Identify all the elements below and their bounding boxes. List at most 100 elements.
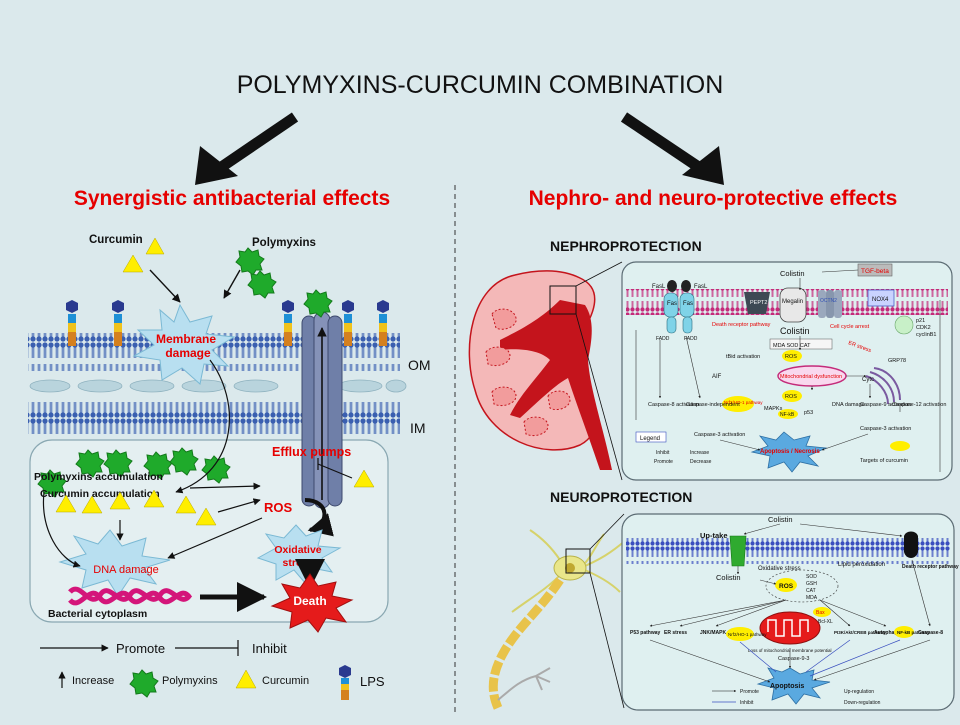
megalin-label: Megalin	[782, 299, 803, 305]
neuro-inhibit-lines	[739, 639, 901, 677]
neuro-bax-badge	[813, 607, 831, 617]
neuro-er-label: ER stress	[664, 630, 687, 636]
right-heading: Nephro- and neuro-protective effects	[529, 187, 898, 210]
nrf2-badge	[722, 396, 754, 412]
ros1-label: ROS	[785, 354, 797, 360]
tgf-label: TGF-beta	[861, 268, 889, 275]
curcumin-inhibits-efflux	[317, 458, 353, 479]
aif-label: AIF	[712, 374, 722, 380]
neuro-colistin-top: Colistin	[768, 515, 793, 524]
cyclin-label: cyclinB1	[916, 332, 936, 338]
colistin-mid-label: Colistin	[780, 326, 810, 336]
left-panel: OM IM Membrane damage Curcumin Polymyxin…	[28, 234, 431, 700]
left-big-arrow	[195, 112, 299, 185]
legend-polymyxins-label: Polymyxins	[162, 675, 218, 687]
neuro-oxidative-label: Oxidative stress	[758, 566, 801, 572]
oct-label: OCTN2	[820, 298, 837, 304]
curcumin-triangle	[122, 254, 144, 273]
neuro-inhibit-label: Inhibit	[740, 700, 754, 706]
p21-label: p21	[916, 318, 925, 324]
damage-to-accumulation-arrow	[175, 359, 230, 494]
legend-increase-label: Increase	[72, 675, 114, 687]
nephro-increase-label: Increase	[690, 450, 709, 456]
neuro-sod-label: SOD	[806, 574, 817, 580]
curcumin-top-label: Curcumin	[89, 234, 143, 246]
neuro-down-label: Down-regulation	[844, 700, 881, 706]
apoptosis-nephro-label: Apoptosis / Necrosis	[760, 449, 820, 455]
neuro-mitochondria	[759, 611, 821, 645]
fas-receptors	[663, 280, 695, 334]
neuron-illustration	[488, 513, 627, 710]
caspase8-label: Caspase-8 activation	[648, 402, 699, 408]
dna-damage-label: DNA damage	[93, 564, 158, 576]
neuro-jnk-label: JNK/MAPK pathway	[700, 630, 748, 636]
main-title: POLYMYXINS-CURCUMIN COMBINATION	[237, 71, 724, 99]
lps-molecules	[66, 300, 389, 346]
nephro-inhibit-label: Inhibit	[656, 450, 670, 456]
death-receptor-label: Death receptor pathway	[712, 322, 771, 328]
nfkb-label: NF-kB	[780, 412, 795, 418]
polymyxins-to-damage-arrow	[223, 269, 241, 299]
cell-cycle-circle	[894, 315, 914, 335]
colistin-top-label: Colistin	[780, 269, 805, 278]
nox4-label: NOX4	[872, 297, 889, 303]
cytc-label: Cytc	[862, 377, 874, 383]
im-label: IM	[410, 420, 426, 436]
mito-label: Mitochondrial dysfunction	[780, 374, 842, 380]
fas-label-2: Fas	[683, 301, 693, 307]
curcumin-to-damage-arrow	[149, 269, 181, 303]
curcumin-target-badge	[890, 441, 910, 451]
caspase9-label: Caspase-9 activation	[860, 402, 911, 408]
grp78-label: GRP78	[888, 358, 906, 364]
cdk2-label: CDK2	[916, 325, 931, 331]
apoptosis-burst	[750, 431, 828, 473]
neuro-lipid-label: Lipid peroxidation	[838, 562, 885, 568]
neuro-section: NEUROPROTECTION Colistin Up-take Death r…	[488, 489, 959, 711]
neuro-membrane	[626, 538, 950, 564]
legend-inhibit-label: Inhibit	[252, 641, 287, 656]
oxidative-stress-label-1: Oxidative	[274, 544, 321, 556]
om-label: OM	[408, 357, 431, 373]
tbid-label: tBid activation	[726, 354, 760, 360]
bacterial-cytoplasm-label: Bacterial cytoplasm	[48, 608, 147, 620]
inner-membrane	[28, 400, 400, 438]
polymyxins-top-label: Polymyxins	[252, 237, 316, 249]
pept2-label: PEPT2	[750, 300, 767, 306]
fadd-label-1: FADD	[656, 336, 670, 342]
death-receptor-icon	[904, 531, 918, 558]
megalin-transporter	[779, 287, 807, 323]
targets-label: Targets of curcumin	[860, 458, 908, 464]
neuro-gsh-label: GSH	[806, 581, 817, 587]
legend-promote-label: Promote	[116, 641, 165, 656]
curcumin-accumulation-label: Curcumin accumulation	[40, 488, 160, 500]
neuro-promote-label: Promote	[740, 689, 759, 695]
nephro-section: NEPHROPROTECTION FasL FasL Fas	[468, 238, 953, 481]
neuro-nrf2-badge	[726, 627, 754, 641]
fas-label-1: Fas	[667, 301, 677, 307]
mda-sod-cat-label: MDA SOD CAT	[773, 343, 811, 349]
membrane-damage-label-1: Membrane	[156, 332, 216, 346]
death-burst	[270, 573, 354, 633]
ros-cycle-arrow	[304, 498, 334, 537]
neuro-autophagy-label: Autophagy	[874, 630, 900, 636]
uptake-label: Up-take	[700, 531, 728, 540]
neuro-up-label: Up-regulation	[844, 689, 874, 695]
neuro-cat-label: CAT	[806, 588, 816, 594]
uptake-channel	[729, 535, 747, 567]
nrf2-label: Nrf2/HO-1 pathway	[724, 400, 763, 405]
nephro-legend-box	[635, 431, 667, 443]
fadd-label-2: FADD	[684, 336, 698, 342]
mapks-label: MAPKs	[764, 406, 783, 412]
caspase3a-label: Caspase-3 activation	[694, 432, 745, 438]
membrane-damage-burst	[132, 303, 236, 385]
oct-transporter	[818, 290, 842, 318]
neuro-pathway-lines	[649, 523, 931, 683]
curcumin-triangle	[145, 237, 165, 255]
efflux-pumps-label: Efflux pumps	[272, 445, 351, 459]
legend-curcumin-label: Curcumin	[262, 675, 309, 687]
ros-to-dna-arrow	[167, 517, 263, 559]
neuro-pi3k-label: PI3K/Akt/CREB pathway	[834, 630, 886, 635]
nfkb-badge	[778, 409, 798, 419]
nephro-pathway-lines	[635, 269, 941, 472]
